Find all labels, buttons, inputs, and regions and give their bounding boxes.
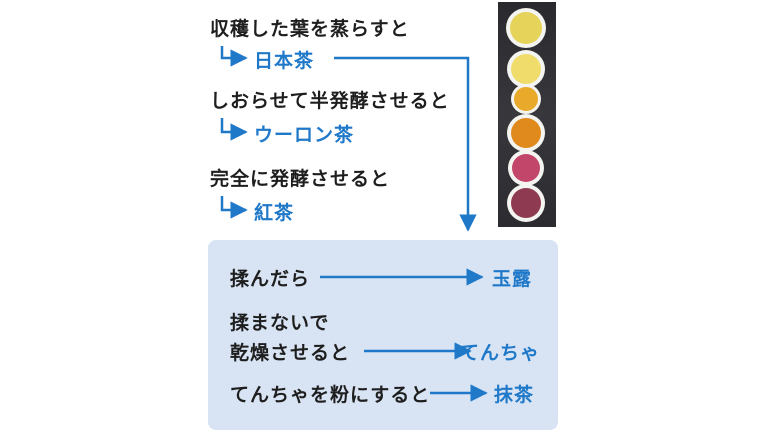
tea-cup-1-liquid [510,12,542,44]
step-1-result: 日本茶 [254,50,315,72]
elbow-arrow-3 [220,196,248,219]
tea-cup-4-liquid [511,118,541,148]
step-3-result: 紅茶 [254,202,295,224]
tea-cup-5-liquid [512,154,540,182]
tea-cups-photo [498,2,556,227]
tea-cup-2-liquid [511,54,541,84]
panel-row-1-process: 揉んだら [230,268,311,290]
panel-row-3-result: 抹茶 [494,384,535,406]
tea-cup-6-liquid [511,188,541,218]
panel-row-2-result: てんちゃ [460,342,541,364]
step-2-result: ウーロン茶 [254,124,355,146]
tea-cup-3-liquid [514,87,538,111]
matcha-process-panel [208,240,558,430]
elbow-arrow-1 [220,46,248,67]
panel-row-2-process-line2: 乾燥させると [230,342,351,364]
panel-row-1-result: 玉露 [492,268,533,290]
panel-row-2-process-line1: 揉まないで [230,312,330,334]
step-1-process: 収穫した葉を蒸らすと [210,18,410,40]
step-2-process: しおらせて半発酵させると [210,90,450,112]
step-3-process: 完全に発酵させると [210,168,391,190]
connector-arrow [334,56,477,232]
elbow-arrow-2 [220,118,248,141]
panel-row-3-process: てんちゃを粉にすると [230,384,431,406]
